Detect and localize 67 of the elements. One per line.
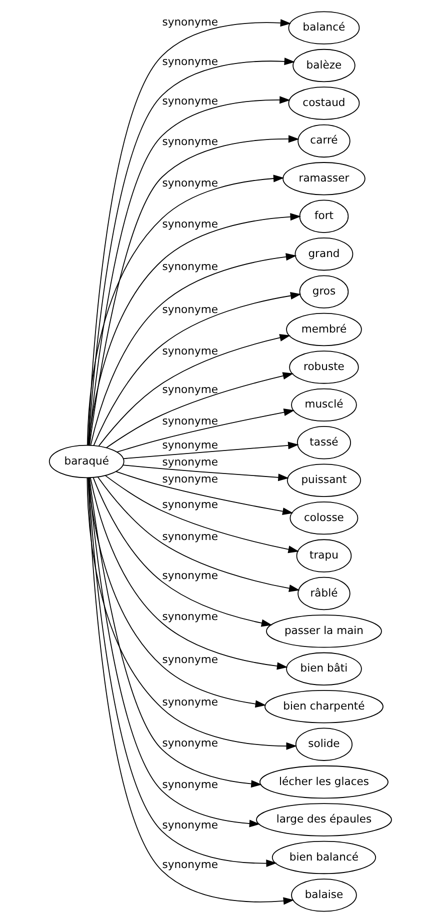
node-ellipse: tassé [296, 426, 350, 460]
node-ellipse: colosse [289, 501, 358, 535]
edge-label: synonyme [162, 695, 218, 708]
node-ellipse: trapu [296, 539, 352, 572]
node-ellipse: grand [294, 237, 353, 271]
arrow [88, 477, 266, 708]
edge-label: synonyme [162, 94, 218, 108]
edge-label: synonyme [162, 302, 218, 316]
node-ellipse: balaise [290, 878, 356, 912]
arrow [122, 442, 298, 460]
node-ellipse: balèze [292, 48, 355, 82]
node-ellipse: bien charpenté [264, 690, 383, 724]
arrow [92, 292, 301, 446]
edge-label: synonyme [162, 382, 218, 396]
arrow [86, 174, 284, 446]
edge-label: synonyme [162, 438, 218, 452]
arrow [89, 477, 288, 670]
edge-label: synonyme [162, 135, 218, 148]
edge-label: synonyme [162, 568, 218, 582]
arrow [98, 334, 290, 446]
node-ellipse: carré [297, 124, 350, 158]
arrow [90, 253, 296, 446]
node-ellipse: fort [298, 200, 348, 233]
arrow [122, 464, 288, 482]
node-ellipse: membré [286, 312, 362, 346]
node-ellipse: gros [298, 275, 348, 308]
node-ellipse: costaud [288, 86, 360, 120]
arrow [92, 477, 272, 627]
node-ellipse: puissant [286, 464, 361, 497]
arrow [88, 213, 301, 446]
node-ellipse: râblé [297, 576, 350, 610]
edge-label: synonyme [162, 818, 218, 832]
edge-label: synonyme [162, 498, 218, 511]
edge-label: synonyme [162, 472, 218, 486]
edge-label: synonyme [162, 176, 218, 190]
node-ellipse: passer la main [266, 614, 382, 648]
edge-label: synonyme [162, 736, 218, 750]
edge-label: synonyme [162, 344, 218, 358]
node-ellipse: musclé [290, 388, 356, 422]
node-ellipse: balancé [288, 11, 360, 44]
edge-label: synonyme [162, 16, 218, 29]
arrow [96, 476, 300, 592]
edge-label: synonyme [162, 218, 218, 231]
node-ellipse: large des épaules [256, 803, 392, 836]
edge-label: synonyme [162, 414, 218, 428]
node-ellipse: solide [294, 728, 352, 761]
arrow [86, 477, 297, 750]
arrow [87, 478, 276, 868]
arrow [105, 372, 294, 448]
node-ellipse: bien bâti [286, 652, 362, 686]
edge-label: synonyme [162, 530, 218, 544]
edge-label: synonyme [162, 778, 218, 791]
edge-label: synonyme [162, 858, 218, 871]
node-ellipse: ramasser [282, 162, 365, 196]
node-ellipse: lécher les glaces [259, 765, 388, 799]
arrow [116, 408, 294, 453]
edge-label: synonyme [162, 260, 218, 273]
node-ellipse: baraqué [48, 444, 124, 478]
arrow [87, 477, 294, 905]
edge-label: synonyme [162, 610, 218, 624]
node-ellipse: robuste [288, 350, 358, 384]
edge-label: synonyme [162, 653, 218, 666]
arrow [104, 475, 299, 554]
edge-label: synonyme [162, 55, 218, 68]
node-ellipse: bien balancé [271, 840, 376, 874]
edge-label: synonyme [162, 456, 218, 469]
arrow [115, 471, 293, 515]
